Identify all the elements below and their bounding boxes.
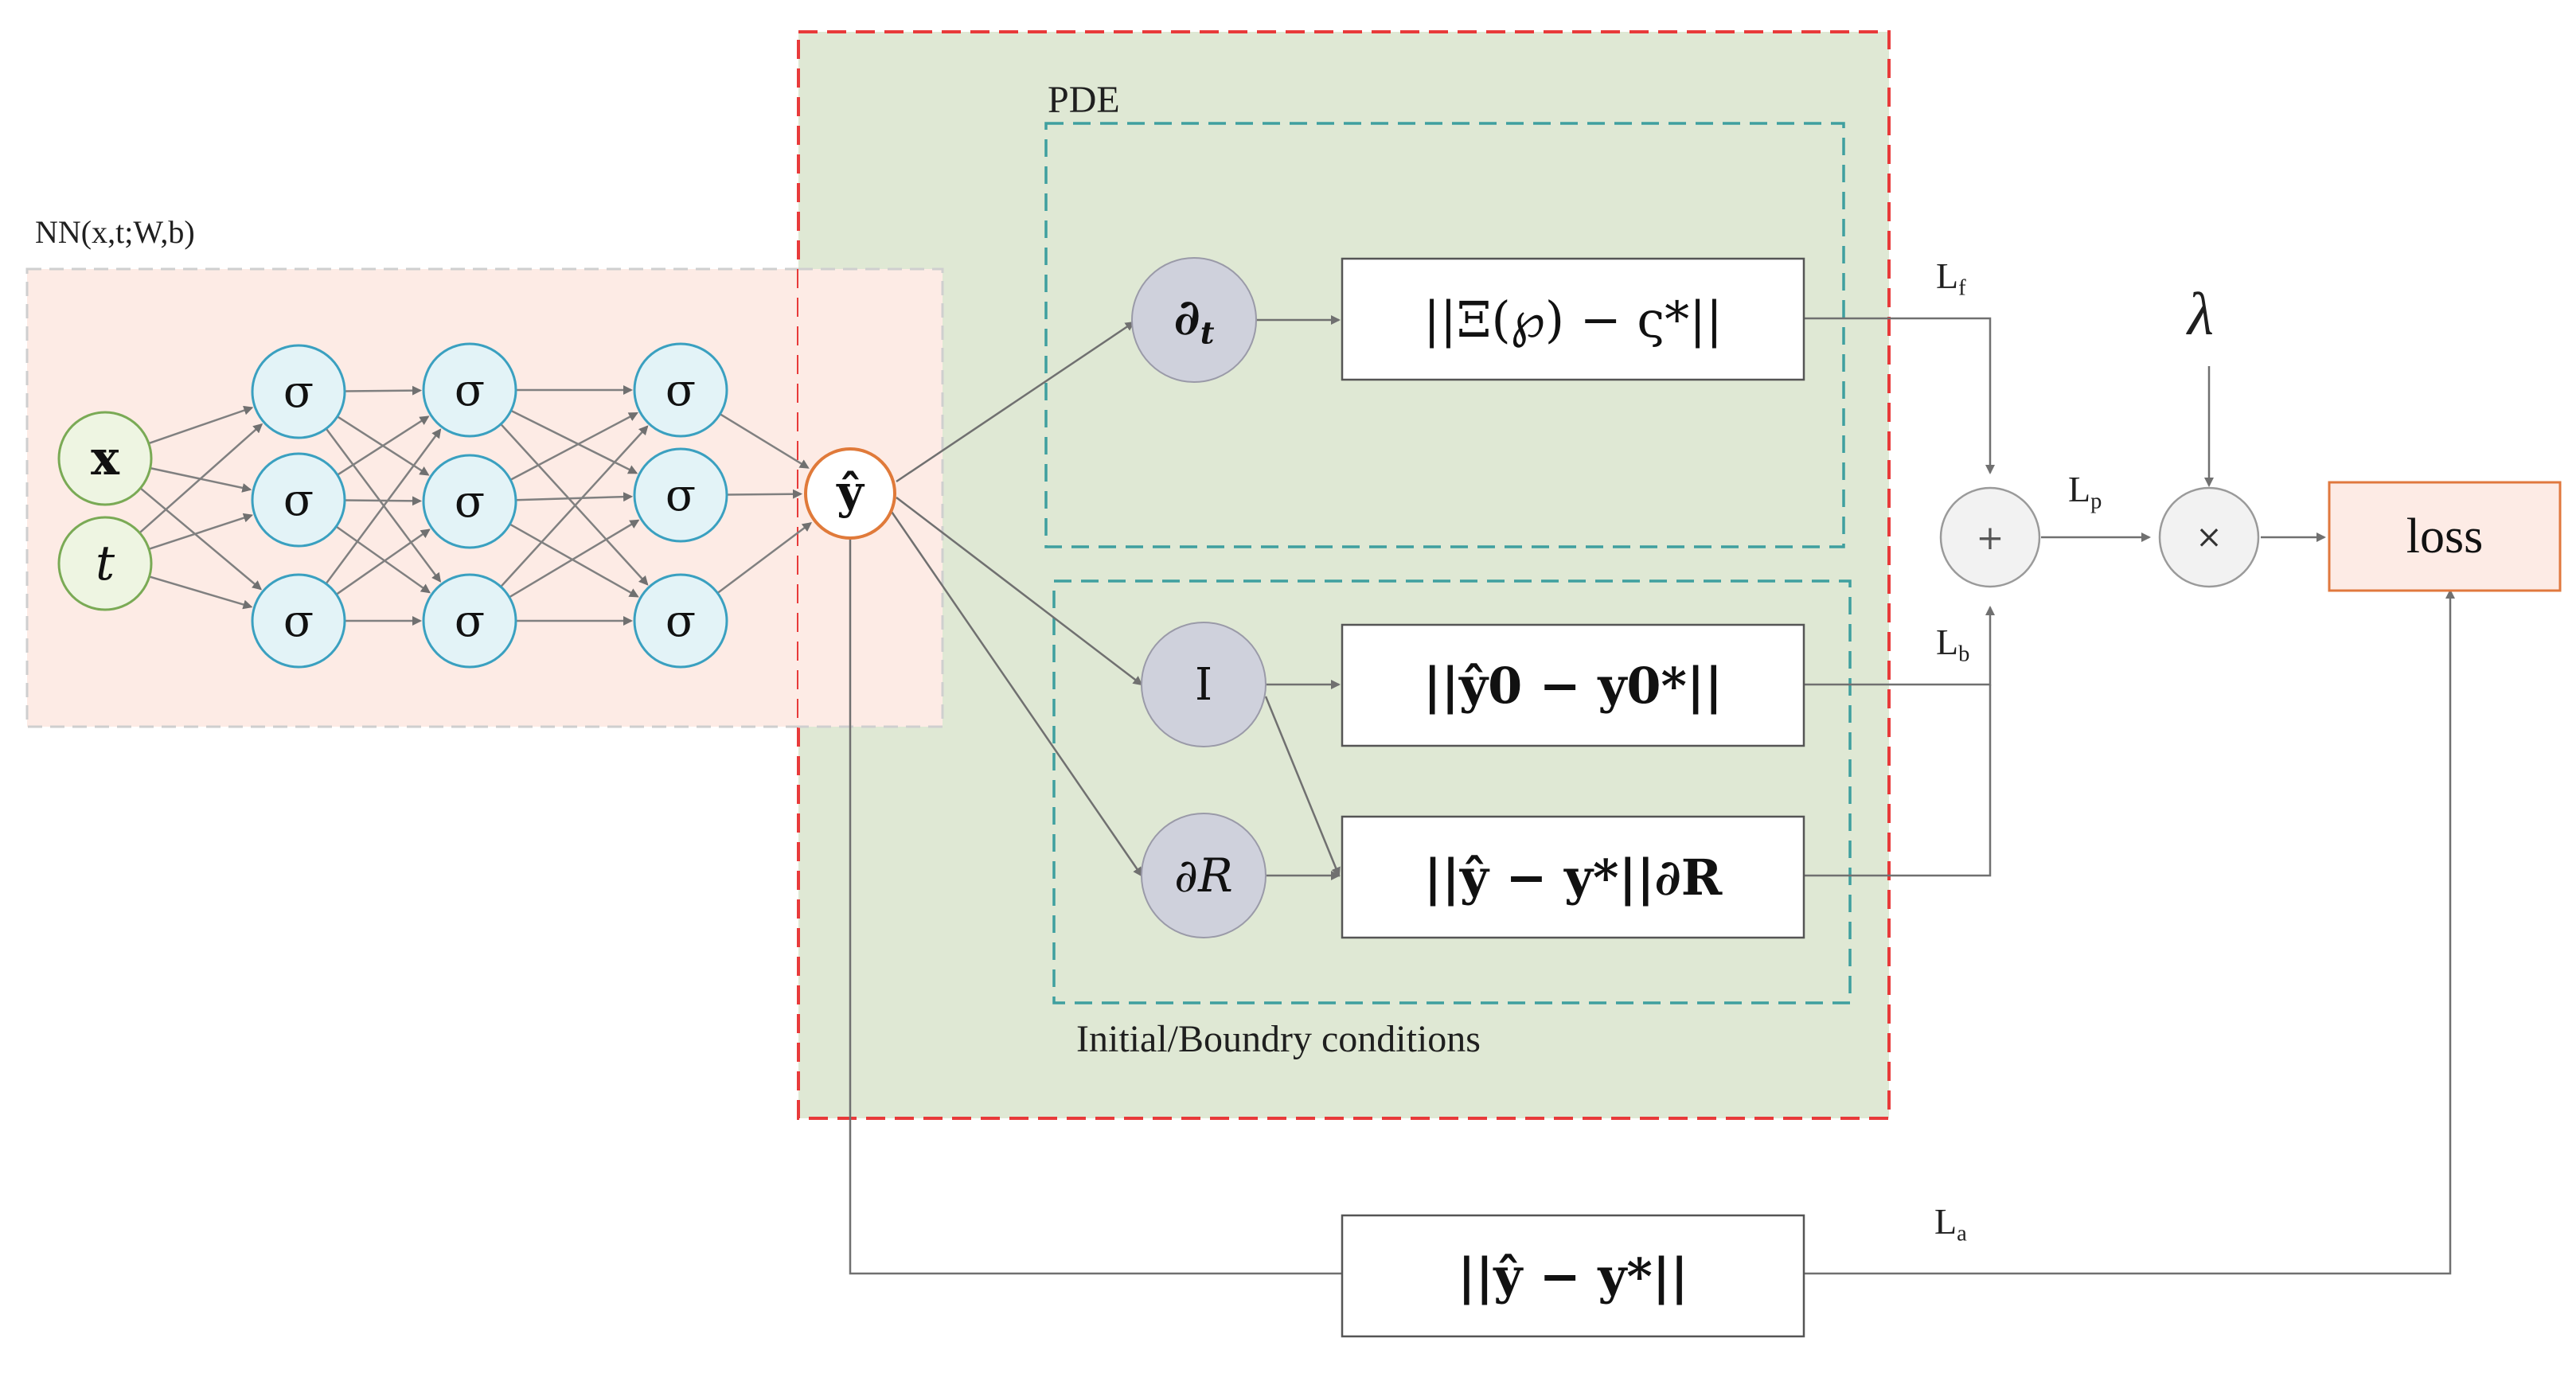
output-node — [804, 447, 896, 540]
nn-edge-output — [716, 522, 813, 595]
edge-I-to-bc — [1264, 696, 1341, 877]
edge-y-to-data — [849, 527, 1342, 1275]
nn-edge-hidden — [344, 385, 423, 396]
ic-residual-box — [1341, 623, 1805, 747]
pde-residual-text: ||Ξ(℘) − ς*|| — [1423, 290, 1723, 349]
lp-label: Lp — [2068, 469, 2102, 514]
nn-edge-hidden — [500, 425, 649, 588]
nn-edge-input — [148, 513, 254, 551]
ic-operator-label: I — [1194, 658, 1213, 711]
bc-residual-text: ||ŷ − y*||∂R — [1423, 848, 1723, 907]
edge-bc — [1804, 685, 1992, 877]
hidden-node — [633, 447, 728, 543]
physics-panel — [797, 30, 1891, 1120]
pde-operator-node — [1131, 257, 1257, 383]
plus-node — [1939, 486, 2041, 588]
nn-edge-input — [139, 487, 263, 591]
hidden-node — [633, 573, 728, 669]
nn-edge-hidden — [335, 525, 431, 594]
nn-edge-hidden — [515, 492, 634, 502]
input-node-x — [57, 411, 153, 506]
ic-operator-node — [1141, 622, 1267, 747]
hidden-node — [251, 344, 346, 439]
input-t-label: t — [95, 536, 115, 591]
nn-edge-hidden — [509, 412, 638, 482]
hidden-node-label: σ — [454, 595, 486, 647]
nn-edge-hidden — [325, 427, 442, 583]
nn-edges — [139, 385, 813, 626]
lambda-label: λ — [2188, 281, 2214, 348]
hidden-node — [251, 573, 346, 669]
nn-edge-hidden — [500, 423, 649, 586]
nn-edge-hidden — [335, 529, 431, 595]
nn-edge-input — [139, 423, 263, 534]
hidden-node-label: σ — [665, 364, 697, 416]
hidden-node-label: σ — [665, 595, 697, 647]
nn-panel-border-right — [798, 267, 944, 728]
hidden-node — [633, 342, 728, 438]
bc-operator-label: ∂R — [1174, 848, 1233, 903]
ibc-box — [1052, 579, 1852, 1004]
nn-edge-input — [149, 575, 253, 610]
pde-box — [1044, 122, 1845, 548]
hidden-node-label: σ — [665, 469, 697, 521]
hidden-node — [422, 454, 517, 549]
pde-residual-box — [1341, 257, 1805, 381]
lb-label: Lb — [1936, 622, 1970, 667]
lf-label: Lf — [1936, 255, 1966, 301]
times-node — [2158, 486, 2260, 588]
nn-edge-hidden — [325, 428, 442, 585]
data-residual-box — [1341, 1214, 1805, 1338]
nn-edge-input — [148, 405, 254, 445]
data-residual-text: ||ŷ − y*|| — [1458, 1246, 1688, 1305]
ic-residual-text: ||ŷ0 − y0*|| — [1423, 656, 1723, 715]
pde-title: PDE — [1048, 79, 1120, 121]
nn-edge-hidden — [337, 415, 430, 476]
output-label: ŷ — [837, 465, 864, 519]
la-label: La — [1934, 1201, 1967, 1246]
hidden-node — [251, 452, 346, 548]
bc-operator-node — [1141, 813, 1267, 938]
nn-edge-output — [726, 489, 803, 499]
nn-edge-hidden — [509, 523, 639, 598]
loss-text: loss — [2406, 509, 2484, 564]
hidden-node-label: σ — [283, 365, 314, 418]
times-label: × — [2195, 519, 2223, 556]
hidden-node-label: σ — [283, 474, 314, 526]
hidden-node-label: σ — [283, 595, 314, 647]
loss-box — [2328, 481, 2562, 592]
input-node-t — [57, 516, 153, 611]
nn-label: NN(x,t;W,b) — [35, 214, 195, 250]
hidden-node-label: σ — [454, 475, 486, 528]
hidden-node — [422, 342, 517, 438]
input-x-label: x — [91, 431, 119, 486]
hidden-node-label: σ — [454, 364, 486, 416]
hidden-nodes — [251, 342, 728, 669]
nn-edge-output — [719, 413, 810, 469]
edge-lf — [1804, 317, 1995, 474]
nn-edge-hidden — [509, 519, 640, 599]
ibc-title: Initial/Boundry conditions — [1076, 1018, 1481, 1060]
edge-y-to-dt — [896, 321, 1135, 483]
hidden-node — [422, 573, 517, 669]
edge-y-to-I — [896, 497, 1143, 686]
plus-label: + — [1976, 517, 2004, 557]
bc-residual-box — [1341, 815, 1805, 939]
edge-la — [1804, 589, 2455, 1275]
pde-operator-label: ∂t — [1173, 288, 1215, 352]
edge-y-to-dR — [888, 509, 1143, 877]
